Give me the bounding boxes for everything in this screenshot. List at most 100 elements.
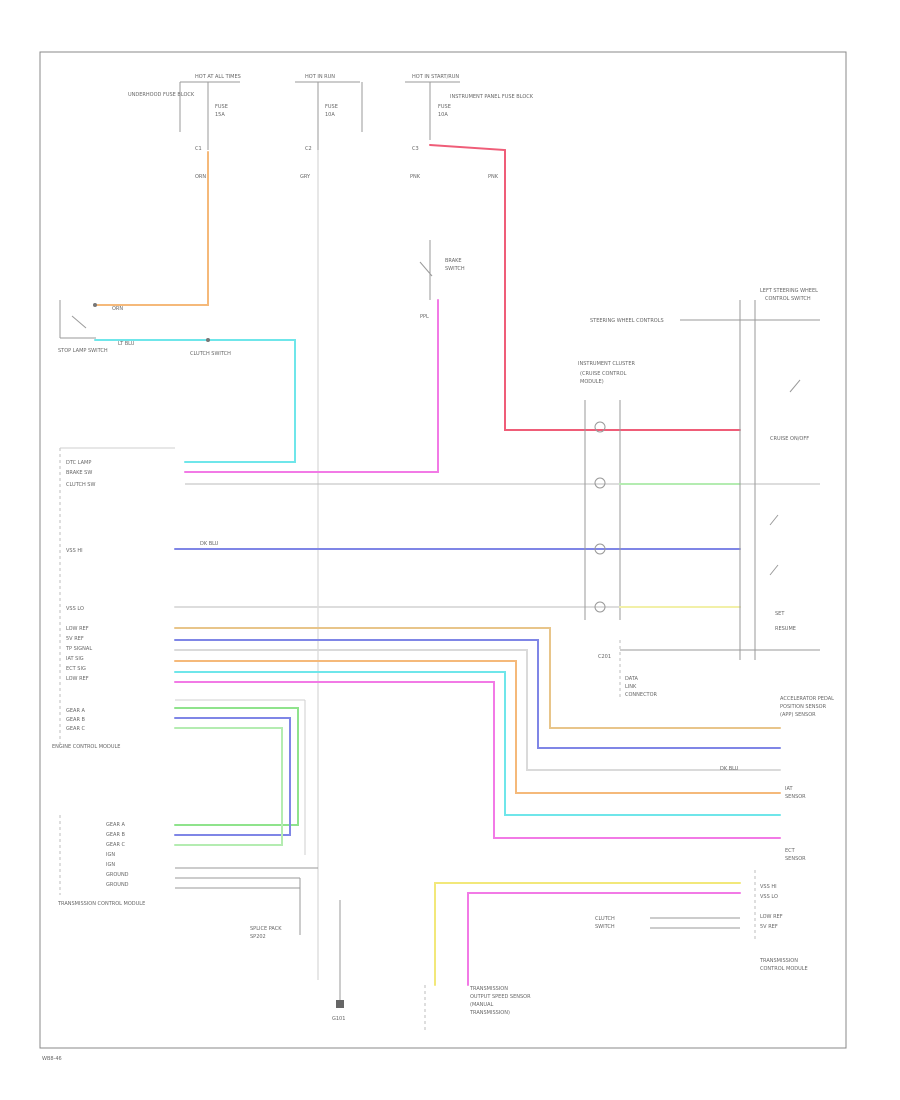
fuse2-label: HOT IN RUN	[305, 74, 335, 80]
fuse1-desc: UNDERHOOD FUSE BLOCK	[128, 92, 195, 98]
svg-text:ECT: ECT	[785, 848, 796, 854]
svg-text:TP SIGNAL: TP SIGNAL	[65, 646, 92, 652]
svg-text:(MANUAL: (MANUAL	[470, 1002, 494, 1008]
svg-text:PPL: PPL	[420, 314, 429, 320]
fuse-block-3: HOT IN START/RUN INSTRUMENT PANEL FUSE B…	[405, 74, 534, 180]
svg-text:ECT SIG: ECT SIG	[66, 666, 86, 672]
wire-magenta-bottom	[467, 892, 741, 986]
svg-text:FUSE: FUSE	[325, 104, 338, 110]
svg-text:GEAR A: GEAR A	[106, 822, 126, 828]
svg-text:C1: C1	[195, 146, 202, 152]
corner-code: WB8-46	[42, 1056, 62, 1062]
fuse1-label: HOT AT ALL TIMES	[195, 74, 241, 80]
svg-text:LT BLU: LT BLU	[118, 341, 135, 347]
svg-text:MODULE): MODULE)	[580, 379, 604, 385]
bottom-sensor: TRANSMISSION OUTPUT SPEED SENSOR (MANUAL…	[424, 985, 531, 1030]
fuse3-desc: INSTRUMENT PANEL FUSE BLOCK	[450, 94, 534, 100]
wire-orange-sensor	[174, 660, 781, 794]
svg-text:5V REF: 5V REF	[66, 636, 84, 642]
svg-text:LOW REF: LOW REF	[66, 626, 89, 632]
wire-lightgray-sensor	[174, 649, 781, 771]
wire-cyan	[94, 339, 296, 463]
fuse-block-2: HOT IN RUN FUSE 10A C2 GRY	[295, 74, 363, 180]
ecm-label: ENGINE CONTROL MODULE	[52, 744, 120, 750]
svg-text:SWITCH: SWITCH	[595, 924, 615, 930]
wire-tan-sensor	[174, 627, 781, 729]
svg-text:GEAR B: GEAR B	[66, 717, 86, 723]
svg-text:BRAKE SW: BRAKE SW	[66, 470, 92, 476]
ground-label: G101	[332, 1016, 345, 1022]
svg-text:CONNECTOR: CONNECTOR	[625, 692, 658, 698]
svg-text:SPLICE PACK: SPLICE PACK	[250, 926, 282, 932]
svg-text:SENSOR: SENSOR	[785, 794, 806, 800]
svg-text:CLUTCH SW: CLUTCH SW	[66, 482, 95, 488]
svg-text:DK BLU: DK BLU	[720, 766, 739, 772]
svg-text:OUTPUT SPEED SENSOR: OUTPUT SPEED SENSOR	[470, 994, 531, 1000]
svg-text:GROUND: GROUND	[106, 882, 129, 888]
svg-text:C2: C2	[305, 146, 312, 152]
svg-text:GRY: GRY	[300, 174, 311, 180]
svg-text:ORN: ORN	[195, 174, 206, 180]
svg-text:DATA: DATA	[625, 676, 638, 682]
stop-lamp-label: STOP LAMP SWITCH	[58, 348, 108, 354]
svg-text:IAT SIG: IAT SIG	[66, 656, 84, 662]
svg-text:TRANSMISSION): TRANSMISSION)	[469, 1010, 510, 1016]
svg-text:GROUND: GROUND	[106, 872, 129, 878]
wire-red	[429, 144, 741, 431]
svg-text:(APP) SENSOR: (APP) SENSOR	[780, 712, 816, 718]
svg-text:TRANSMISSION: TRANSMISSION	[759, 958, 798, 964]
svg-text:BRAKE: BRAKE	[445, 258, 462, 264]
svg-text:LOW REF: LOW REF	[66, 676, 89, 682]
wire-orange	[94, 151, 209, 306]
svg-text:SET: SET	[775, 611, 785, 617]
wire-magenta-sensor	[174, 681, 781, 839]
svg-text:LINK: LINK	[625, 684, 637, 690]
fuse3-label: HOT IN START/RUN	[412, 74, 459, 80]
sensor-labels: ACCELERATOR PEDAL POSITION SENSOR (APP) …	[720, 696, 834, 862]
svg-text:GEAR C: GEAR C	[66, 726, 86, 732]
svg-text:ACCELERATOR PEDAL: ACCELERATOR PEDAL	[780, 696, 834, 702]
svg-text:LOW REF: LOW REF	[760, 914, 783, 920]
svg-text:15A: 15A	[215, 112, 225, 118]
svg-text:CONTROL SWITCH: CONTROL SWITCH	[765, 296, 811, 302]
svg-text:GEAR A: GEAR A	[66, 708, 86, 714]
svg-text:STEERING WHEEL CONTROLS: STEERING WHEEL CONTROLS	[590, 318, 664, 324]
svg-text:VSS LO: VSS LO	[760, 894, 778, 900]
ground-g101: SPLICE PACK SP202 G101	[250, 900, 345, 1022]
svg-text:GEAR B: GEAR B	[106, 832, 126, 838]
svg-text:VSS LO: VSS LO	[66, 606, 84, 612]
svg-text:FUSE: FUSE	[215, 104, 228, 110]
svg-text:PNK: PNK	[488, 174, 499, 180]
svg-text:SP202: SP202	[250, 934, 266, 940]
svg-text:IAT: IAT	[785, 786, 794, 792]
svg-text:VSS HI: VSS HI	[760, 884, 777, 890]
svg-text:5V REF: 5V REF	[760, 924, 778, 930]
svg-text:CLUTCH: CLUTCH	[595, 916, 615, 922]
svg-text:ORN: ORN	[112, 306, 123, 312]
svg-text:CRUISE ON/OFF: CRUISE ON/OFF	[770, 436, 809, 442]
svg-text:TRANSMISSION: TRANSMISSION	[469, 986, 508, 992]
svg-text:10A: 10A	[438, 112, 448, 118]
svg-text:GEAR C: GEAR C	[106, 842, 126, 848]
svg-text:IGN: IGN	[106, 862, 115, 868]
svg-text:10A: 10A	[325, 112, 335, 118]
tcm-left: GEAR A GEAR B GEAR C IGN IGN GROUND GROU…	[57, 815, 318, 935]
svg-text:PNK: PNK	[410, 174, 421, 180]
svg-text:C201: C201	[598, 654, 611, 660]
wire-blue-gear-b	[174, 717, 291, 836]
fuse-block-1: HOT AT ALL TIMES UNDERHOOD FUSE BLOCK FU…	[128, 74, 241, 180]
svg-text:(CRUISE CONTROL: (CRUISE CONTROL	[580, 371, 627, 377]
svg-text:C3: C3	[412, 146, 419, 152]
svg-text:SENSOR: SENSOR	[785, 856, 806, 862]
instrument-cluster-label: INSTRUMENT CLUSTER	[578, 361, 636, 367]
svg-text:LEFT STEERING WHEEL: LEFT STEERING WHEEL	[760, 288, 818, 294]
svg-text:SWITCH: SWITCH	[445, 266, 465, 272]
tcm-left-label: TRANSMISSION CONTROL MODULE	[57, 901, 145, 907]
svg-text:CONTROL MODULE: CONTROL MODULE	[760, 966, 808, 972]
diagram-frame	[39, 51, 847, 1049]
stop-lamp-switch: ORN STOP LAMP SWITCH	[58, 300, 123, 354]
brake-switch: BRAKE SWITCH PPL	[419, 240, 465, 320]
svg-text:DK BLU: DK BLU	[200, 541, 219, 547]
wire-yellow-bottom	[434, 882, 741, 986]
